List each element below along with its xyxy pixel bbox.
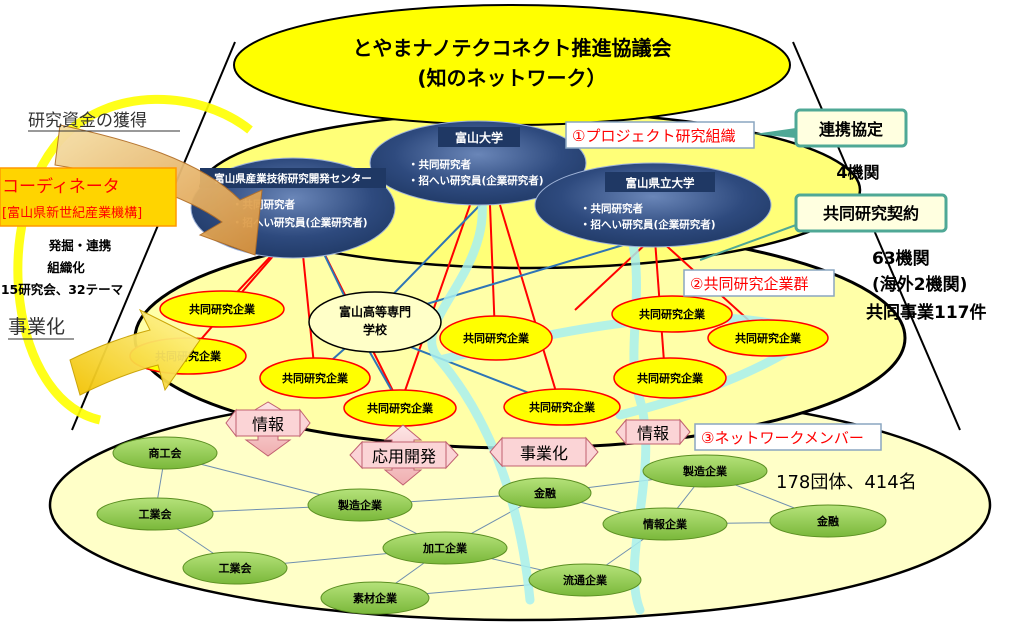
member-nodes: 商工会 工業会 製造企業 金融 製造企業 情報企業 金融 加工企業 工業会 流通… bbox=[96, 436, 887, 615]
svg-text:工業会: 工業会 bbox=[139, 507, 173, 521]
council-header: とやまナノテクコネクト推進協議会 (知のネットワーク） bbox=[233, 4, 791, 126]
institution-name: 富山大学 bbox=[455, 130, 503, 145]
svg-text:素材企業: 素材企業 bbox=[353, 591, 398, 605]
info-arrow-right: 情報 bbox=[615, 418, 691, 446]
svg-text:金融: 金融 bbox=[533, 486, 556, 500]
svg-text:加工企業: 加工企業 bbox=[422, 541, 468, 555]
svg-text:組織化: 組織化 bbox=[47, 260, 85, 275]
contract-count: 63機関 bbox=[872, 248, 930, 269]
svg-text:共同研究企業: 共同研究企業 bbox=[282, 371, 349, 385]
svg-text:・招へい研究員(企業研究者): ・招へい研究員(企業研究者) bbox=[408, 174, 544, 187]
institution-toyama-univ: 富山大学 ・共同研究者 ・招へい研究員(企業研究者) bbox=[369, 120, 587, 206]
svg-text:・招へい研究員(企業研究者): ・招へい研究員(企業研究者) bbox=[580, 218, 716, 231]
member-node: 工業会 bbox=[182, 551, 288, 585]
institution-name: 富山県立大学 bbox=[626, 176, 695, 190]
joint-projects: 共同事業117件 bbox=[866, 302, 987, 323]
svg-text:製造企業: 製造企業 bbox=[337, 498, 383, 512]
member-node: 商工会 bbox=[112, 436, 218, 470]
member-node: 製造企業 bbox=[307, 488, 413, 522]
agreement-label: 連携協定 bbox=[819, 120, 883, 139]
funding-label: 研究資金の獲得 bbox=[28, 111, 147, 131]
council-title: とやまナノテクコネクト推進協議会 bbox=[353, 36, 672, 60]
network-member-label: ③ネットワークメンバー bbox=[701, 429, 864, 447]
svg-text:工業会: 工業会 bbox=[219, 561, 253, 575]
member-node: 情報企業 bbox=[602, 507, 728, 541]
applied-dev-arrow: 応用開発 bbox=[349, 424, 459, 486]
left-panel: 研究資金の獲得 コーディネータ [富山県新世紀産業機構] 発掘・連携 組織化 1… bbox=[0, 111, 180, 340]
svg-text:情報: 情報 bbox=[252, 415, 284, 434]
company-node: 共同研究企業 bbox=[343, 389, 457, 427]
company-group-label: ②共同研究企業群 bbox=[690, 275, 808, 293]
svg-text:金融: 金融 bbox=[816, 514, 839, 528]
member-node: 流通企業 bbox=[528, 563, 642, 597]
svg-text:流通企業: 流通企業 bbox=[563, 573, 608, 587]
commercialization-label: 事業化 bbox=[8, 316, 65, 338]
svg-text:情報: 情報 bbox=[637, 424, 669, 443]
kosen-node: 富山高等専門 学校 bbox=[308, 291, 442, 353]
overseas-count: (海外2機関) bbox=[872, 274, 967, 295]
info-arrow-left: 情報 bbox=[225, 401, 311, 457]
svg-text:共同研究企業: 共同研究企業 bbox=[529, 400, 596, 414]
svg-text:15研究会、32テーマ: 15研究会、32テーマ bbox=[1, 282, 123, 297]
right-labels: ①プロジェクト研究組織 連携協定 4機関 共同研究契約 63機関 (海外2機関)… bbox=[565, 108, 987, 493]
svg-text:共同研究企業: 共同研究企業 bbox=[735, 331, 802, 345]
svg-text:共同研究企業: 共同研究企業 bbox=[637, 371, 704, 385]
council-subtitle: (知のネットワーク） bbox=[417, 66, 606, 90]
svg-text:学校: 学校 bbox=[363, 322, 388, 337]
company-node: 共同研究企業 bbox=[707, 319, 829, 357]
svg-text:情報企業: 情報企業 bbox=[643, 517, 688, 531]
svg-text:・招へい研究員(企業研究者): ・招へい研究員(企業研究者) bbox=[232, 216, 368, 229]
svg-text:製造企業: 製造企業 bbox=[682, 464, 728, 478]
svg-text:共同研究企業: 共同研究企業 bbox=[189, 302, 256, 316]
svg-text:商工会: 商工会 bbox=[149, 446, 183, 460]
svg-text:発掘・連携: 発掘・連携 bbox=[48, 238, 112, 253]
commercialization-arrow: 事業化 bbox=[489, 436, 599, 468]
svg-text:共同研究企業: 共同研究企業 bbox=[367, 401, 434, 415]
svg-text:応用開発: 応用開発 bbox=[372, 447, 436, 466]
member-node: 金融 bbox=[498, 477, 592, 509]
member-stats: 178団体、414名 bbox=[776, 472, 917, 493]
svg-text:・共同研究者: ・共同研究者 bbox=[580, 202, 643, 215]
member-node: 加工企業 bbox=[382, 531, 508, 565]
institution-pref-univ: 富山県立大学 ・共同研究者 ・招へい研究員(企業研究者) bbox=[534, 162, 772, 248]
institution-name: 富山県産業技術研究開発センター bbox=[214, 172, 372, 185]
coordinator-org: [富山県新世紀産業機構] bbox=[2, 205, 142, 221]
svg-text:共同研究企業: 共同研究企業 bbox=[463, 331, 530, 345]
member-node: 製造企業 bbox=[642, 454, 768, 488]
svg-text:・共同研究者: ・共同研究者 bbox=[408, 158, 471, 171]
member-node: 素材企業 bbox=[320, 581, 430, 615]
company-node: 共同研究企業 bbox=[503, 388, 621, 426]
member-node: 金融 bbox=[769, 504, 887, 538]
company-node: 共同研究企業 bbox=[439, 315, 553, 361]
coordinator-label: コーディネータ bbox=[2, 176, 120, 197]
company-node: 共同研究企業 bbox=[613, 357, 727, 399]
company-node: 共同研究企業 bbox=[611, 295, 733, 333]
company-node: 共同研究企業 bbox=[259, 357, 371, 399]
project-org-label: ①プロジェクト研究組織 bbox=[572, 127, 735, 145]
svg-text:事業化: 事業化 bbox=[520, 444, 568, 463]
company-node: 共同研究企業 bbox=[159, 290, 285, 328]
member-node: 工業会 bbox=[96, 497, 214, 531]
svg-text:共同研究企業: 共同研究企業 bbox=[639, 307, 706, 321]
contract-label: 共同研究契約 bbox=[823, 204, 919, 223]
svg-text:富山高等専門: 富山高等専門 bbox=[339, 304, 411, 319]
flow-arrows: 情報 応用開発 事業化 情報 bbox=[225, 401, 691, 486]
agreement-count: 4機関 bbox=[836, 163, 879, 182]
